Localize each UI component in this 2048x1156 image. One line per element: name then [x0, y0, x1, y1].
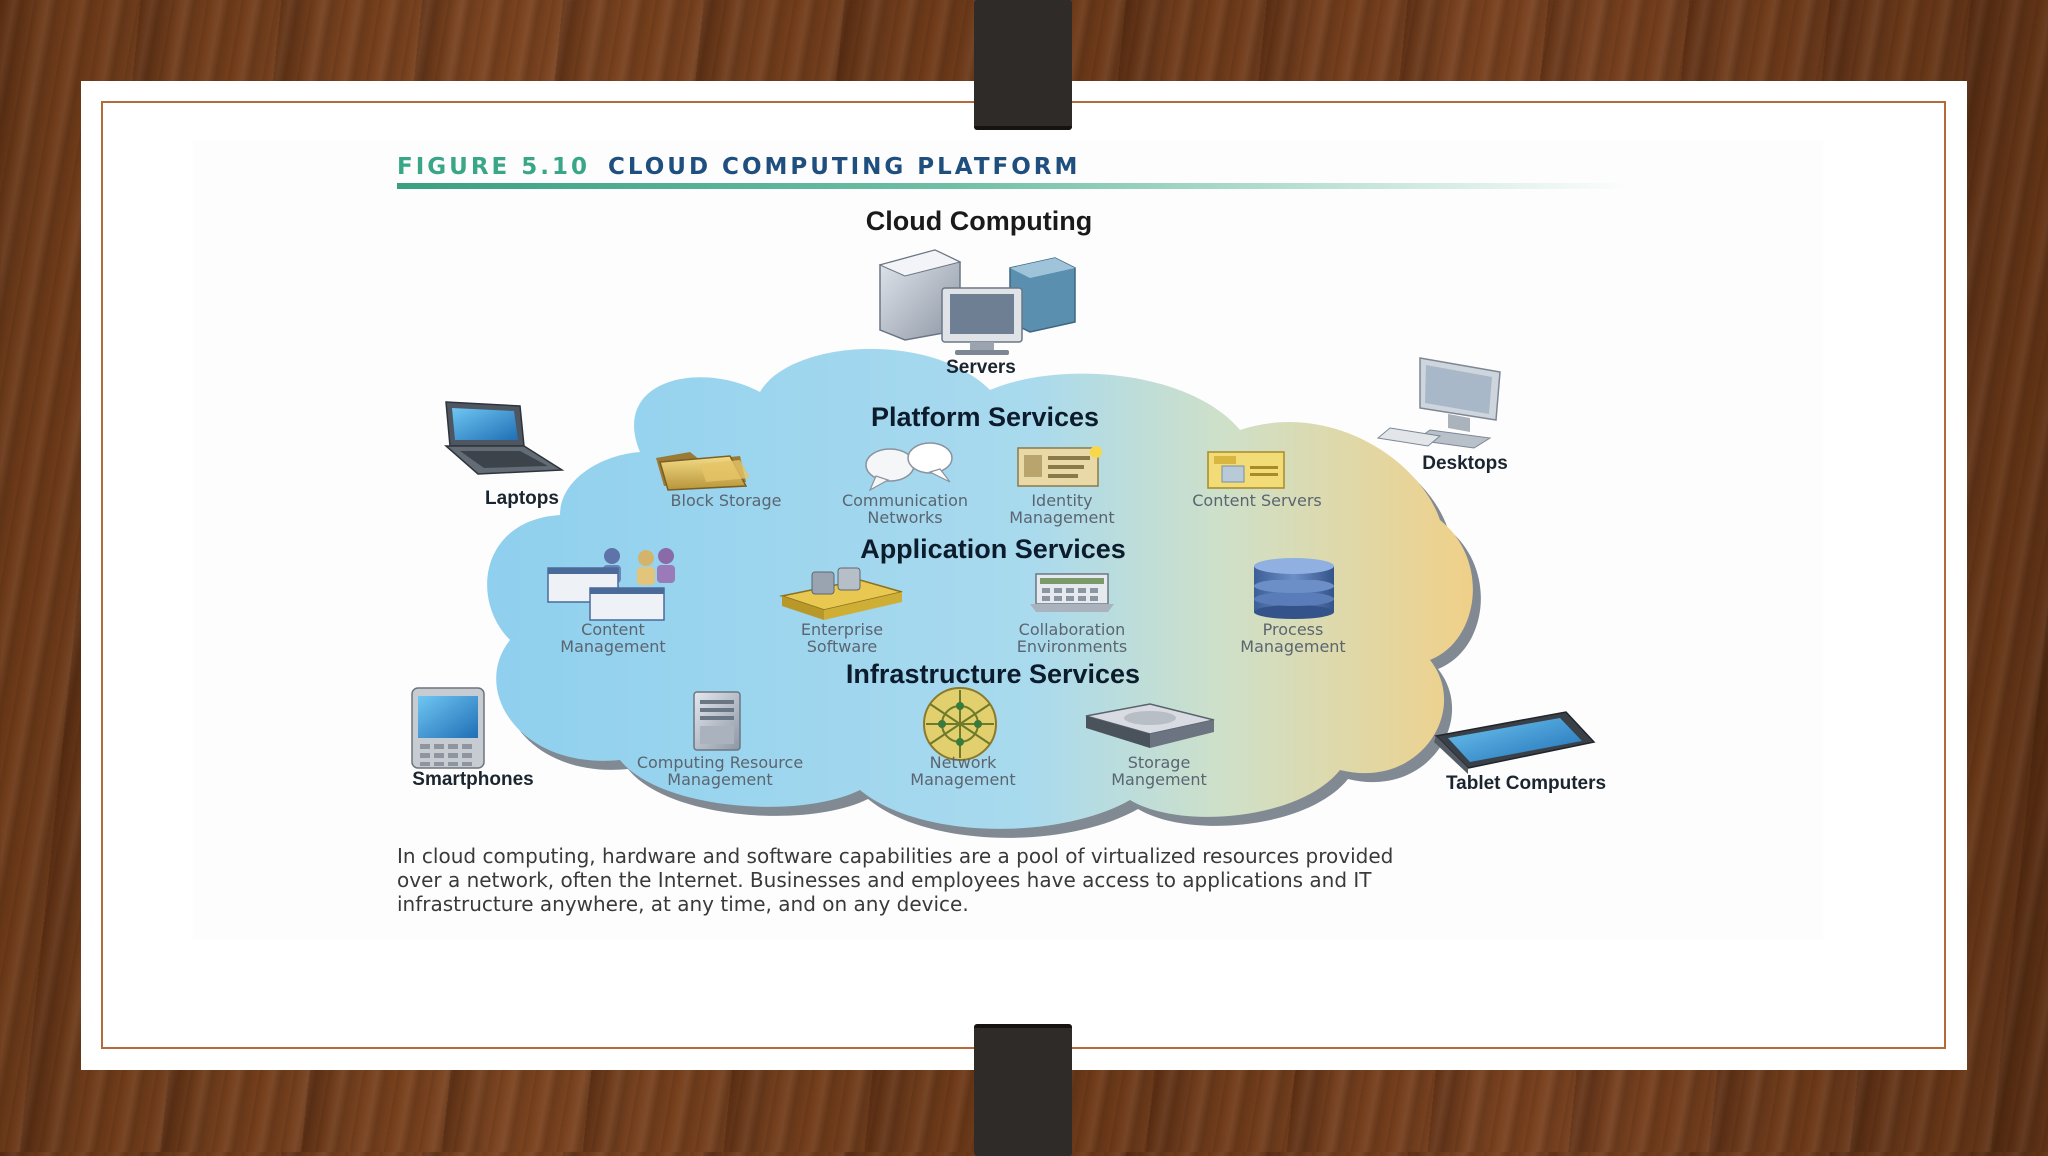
hard-drive-icon [1085, 703, 1215, 748]
server-icon [878, 249, 1076, 355]
binder-strap-bottom [974, 1024, 1072, 1156]
figure-title-rule [397, 183, 1627, 189]
content-servers-label: Content Servers [1192, 491, 1322, 510]
id-card-icon [1017, 446, 1102, 487]
laptops-label: Laptops [485, 488, 559, 509]
diagram-title: Cloud Computing [865, 206, 1093, 236]
binder-strap-top [974, 0, 1072, 130]
database-icon [1254, 558, 1334, 619]
software-box-icon [779, 567, 903, 620]
smartphones-label: Smartphones [412, 769, 534, 790]
tower-server-icon [693, 691, 741, 751]
tablet-icon [1434, 711, 1596, 774]
network-globe-icon [923, 687, 997, 761]
servers-label: Servers [946, 357, 1016, 378]
desktop-icon [1376, 357, 1501, 449]
infrastructure-services-heading: Infrastructure Services [845, 659, 1141, 689]
figure-name: CLOUD COMPUTING PLATFORM [608, 154, 1081, 180]
desktops-label: Desktops [1422, 453, 1508, 474]
block-storage-label: Block Storage [670, 491, 782, 510]
laptop-icon [444, 401, 565, 475]
speech-bubbles-icon [865, 442, 953, 492]
platform-services-heading: Platform Services [870, 402, 1100, 432]
figure-title: FIGURE 5.10 CLOUD COMPUTING PLATFORM [397, 154, 1080, 180]
figure-number: FIGURE 5.10 [397, 154, 591, 180]
keyboard-board-icon [1030, 573, 1114, 612]
folder-icon [656, 452, 750, 491]
smartphone-icon [411, 687, 485, 769]
windows-people-icon [547, 548, 675, 621]
application-services-heading: Application Services [860, 534, 1126, 564]
tablets-label: Tablet Computers [1445, 773, 1607, 794]
news-document-icon [1207, 451, 1285, 489]
figure-caption: In cloud computing, hardware and softwar… [397, 844, 1394, 916]
